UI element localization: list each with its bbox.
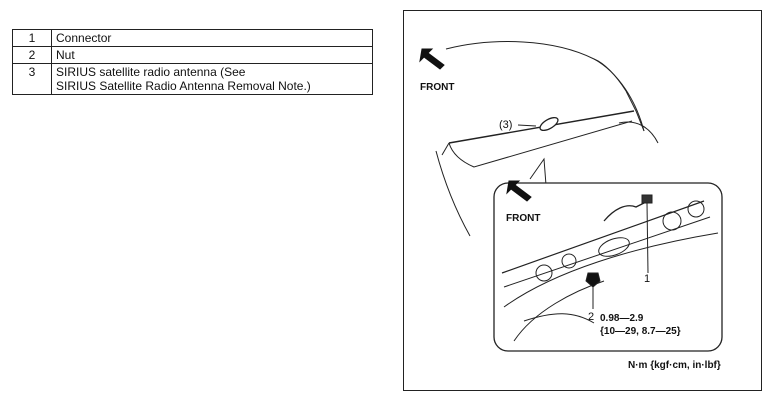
trunk-curve [618,121,659,144]
torque-value: 0.98—2.9 [600,313,644,324]
legend-description: Connector [51,29,373,47]
inner-panel-rib [503,232,719,308]
legend-description: SIRIUS satellite radio antenna (See SIRI… [51,63,373,95]
torque-alt-value: {10—29, 8.7—25} [600,326,681,337]
front-arrow-icon [506,180,532,202]
trunk-edge [448,120,633,168]
parts-legend-table: 1 Connector 2 Nut 3 SIRIUS satellite rad… [12,29,373,95]
front-label-detail: FRONT [506,213,541,224]
torque-unit: N·m {kgf·cm, in·lbf} [628,360,721,371]
antenna-base [598,237,630,257]
legend-description: Nut [51,46,373,64]
panel-hole [662,211,682,231]
connector-icon [641,194,653,204]
panel-hole [687,200,705,218]
callout-3: (3) [499,119,513,131]
inner-panel-edge-2 [503,216,711,288]
front-label: FRONT [420,82,455,93]
panel-hole [561,253,577,269]
detail-pointer [529,157,547,186]
panel-hole [535,264,553,282]
inner-panel-edge [501,200,705,274]
antenna-cable [603,200,649,222]
legend-row: 3 SIRIUS satellite radio antenna (See SI… [12,63,373,95]
legend-row: 1 Connector [12,29,373,47]
detail-inset-frame [493,182,723,352]
callout-1: 1 [644,273,651,285]
roof-line [445,41,645,132]
front-arrow-icon [419,48,445,70]
nut-icon [585,272,601,288]
antenna-diagram: FRONT (3) FRONT 1 2 0.98—2.9 {10—29, 8.7… [403,10,762,391]
callout-2: 2 [588,311,595,323]
body-side-line [435,150,471,237]
callout-3-leader [517,124,537,127]
legend-number: 1 [12,29,52,47]
legend-number: 3 [12,63,52,95]
roof-inner-line [593,58,627,92]
antenna-icon [539,117,559,131]
legend-number: 2 [12,46,52,64]
legend-row: 2 Nut [12,46,373,64]
diagram-illustration [419,41,723,352]
panel-curve [523,313,595,324]
pillar-line [625,90,645,132]
body-corner-line [441,142,450,156]
callout-1-leader [646,202,649,274]
